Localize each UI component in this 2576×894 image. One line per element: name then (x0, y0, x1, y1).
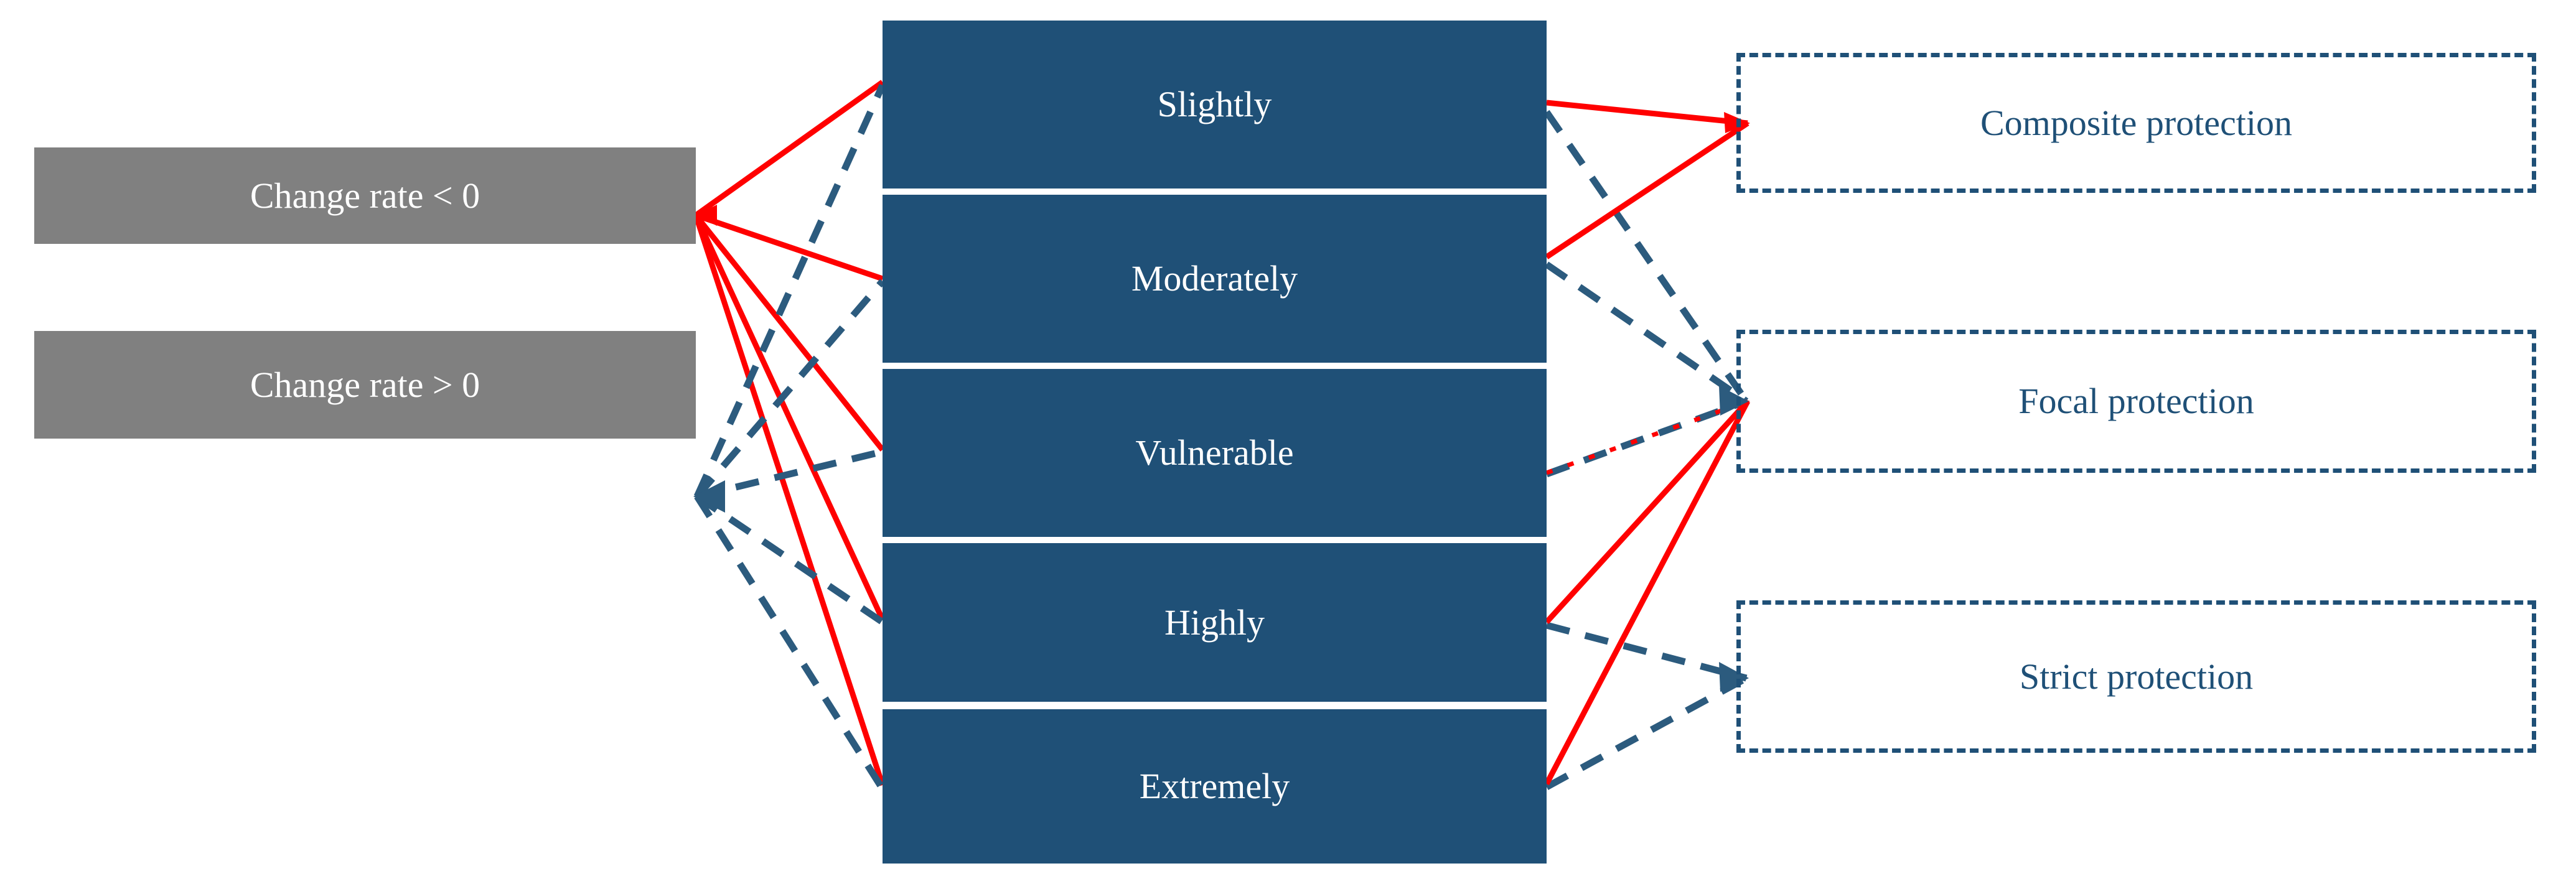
node-label-highly: Highly (1164, 602, 1265, 643)
node-extremely[interactable]: Extremely (883, 709, 1547, 864)
edge-extremely-to-strict (1545, 675, 1748, 790)
node-label-slightly: Slightly (1157, 84, 1272, 125)
edge-pos-to-highly (695, 493, 885, 625)
node-change-rate-negative[interactable]: Change rate < 0 (34, 147, 696, 244)
edge-neg-to-slightly (694, 80, 884, 218)
edge-pos-to-slightly (693, 83, 886, 498)
node-slightly[interactable]: Slightly (883, 21, 1547, 189)
edge-extremely-to-focal-red (1544, 399, 1750, 786)
edges-red-to-protection (1544, 100, 1750, 786)
arrowhead-pos-hub (693, 480, 725, 513)
node-highly[interactable]: Highly (883, 543, 1547, 702)
edge-neg-to-extremely (693, 214, 886, 786)
node-label-vulnerable: Vulnerable (1135, 432, 1294, 473)
edge-moderately-to-composite (1545, 121, 1749, 259)
node-label-composite-protection: Composite protection (1980, 102, 2292, 143)
node-strict-protection[interactable]: Strict protection (1736, 600, 2536, 753)
node-label-strict-protection: Strict protection (2019, 656, 2254, 697)
edges-red-from-negative-rate (693, 80, 886, 786)
node-composite-protection[interactable]: Composite protection (1736, 53, 2536, 193)
edge-highly-to-strict (1545, 622, 1748, 682)
edge-slightly-to-composite (1546, 100, 1748, 126)
edge-neg-to-vulnerable (693, 213, 885, 452)
edge-highly-to-focal-red (1544, 399, 1750, 625)
edge-moderately-to-focal (1544, 261, 1749, 404)
node-vulnerable[interactable]: Vulnerable (883, 369, 1547, 537)
edge-pos-to-extremely (694, 495, 886, 791)
edge-vulnerable-to-focal (1545, 398, 1748, 478)
node-label-extremely: Extremely (1139, 766, 1290, 807)
edge-neg-to-highly (693, 214, 886, 621)
node-label-change-rate-positive: Change rate > 0 (250, 364, 480, 405)
edges-blue-to-protection (1543, 109, 1749, 790)
edges-blue-from-positive-rate (693, 83, 886, 791)
node-label-change-rate-negative: Change rate < 0 (250, 175, 480, 216)
arrowhead-neg-hub (696, 205, 717, 226)
edge-pos-to-vulnerable (696, 448, 884, 500)
edge-neg-to-moderately (695, 212, 884, 282)
edge-pos-to-moderately (694, 279, 886, 499)
node-moderately[interactable]: Moderately (883, 195, 1547, 363)
edge-slightly-to-focal (1543, 109, 1749, 404)
node-label-moderately: Moderately (1131, 258, 1298, 299)
node-focal-protection[interactable]: Focal protection (1736, 330, 2536, 473)
node-change-rate-positive[interactable]: Change rate > 0 (34, 331, 696, 439)
node-label-focal-protection: Focal protection (2018, 381, 2254, 422)
edge-vulnerable-to-focal-red (1545, 399, 1749, 475)
